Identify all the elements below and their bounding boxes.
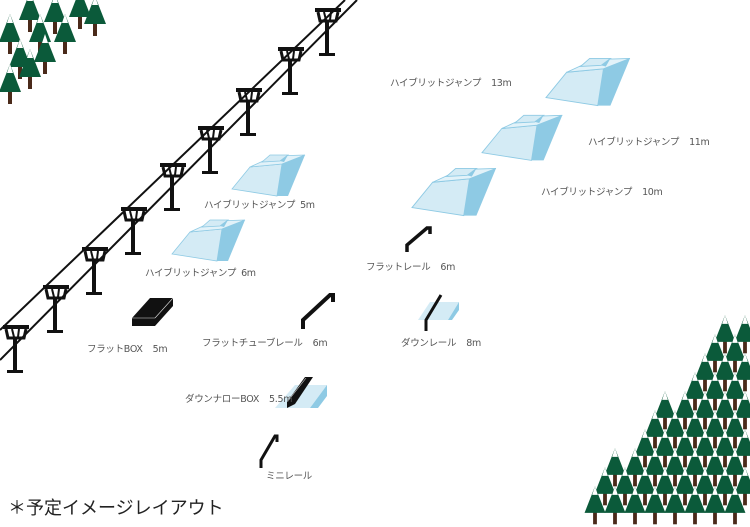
tree-icon [714,467,736,506]
tree-icon [614,467,636,506]
down-rail-obstacle [418,294,459,331]
flat-rail-obstacle [405,226,432,252]
tree-icon [694,467,716,506]
tree-icon [654,391,676,430]
tree-icon [84,0,106,36]
tree-icon [644,448,666,487]
tree-icon [644,410,666,449]
tree-icon [684,410,706,449]
lift-tower [160,163,186,211]
tree-icon [704,334,726,373]
jump-5-kicker [231,154,306,197]
tree-icon [694,353,716,392]
tree-icon [54,14,76,54]
tree-icon [684,372,706,411]
lift-tower [198,126,224,174]
tree-icon [734,467,750,506]
tree-icon [684,486,706,525]
layout-note: ＊予定イメージレイアウト [8,498,224,519]
tree-icon [724,486,746,525]
tree-icon [44,0,66,34]
tree-icon [704,486,726,525]
tree-icon [674,467,696,506]
tree-icon [604,448,626,487]
jump-6-kicker [171,219,246,262]
tree-icon [604,486,626,525]
tree-icon [654,467,676,506]
tree-icon [714,391,736,430]
label-mini-rail: ミニレール [266,471,313,482]
tree-icon [724,448,746,487]
tree-icon [634,467,656,506]
mini-rail-obstacle [259,434,279,468]
tree-icon [694,429,716,468]
lift-tower [278,47,304,95]
lift-tower [82,247,108,295]
tree-icon [734,315,750,354]
tree-icon [19,0,41,32]
tree-icon [69,0,91,29]
tree-icon [704,410,726,449]
tree-icon [644,486,666,525]
tree-icon [34,34,56,74]
tree-icon [624,448,646,487]
down-narrow-box-obstacle [275,377,327,408]
tree-icon [704,372,726,411]
jump-11-kicker [481,114,563,161]
flat-box-obstacle [132,297,174,326]
tree-icon [664,448,686,487]
tree-icon [654,429,676,468]
tree-icon [734,391,750,430]
tree-icon [704,448,726,487]
tree-icon [734,353,750,392]
tree-icon [0,64,21,104]
tree-icon [674,429,696,468]
tree-icon [724,372,746,411]
tree-icon [724,334,746,373]
tree-icon [624,486,646,525]
tree-icon [19,49,41,89]
lift-tower [3,325,29,373]
lift-tower [315,8,341,56]
lift-tower [236,88,262,136]
tree-icon [664,410,686,449]
lift-tower [43,285,69,333]
tree-icon [634,429,656,468]
chairlift [0,0,358,373]
tree-cluster-top-left [0,0,106,104]
tree-icon [674,391,696,430]
tree-icon [694,391,716,430]
tree-icon [9,39,31,79]
flat-tube-rail-obstacle [301,293,335,329]
tree-icon [0,14,21,54]
tree-icon [664,486,686,525]
tree-cluster-bottom-right [584,315,750,525]
tree-icon [714,353,736,392]
tree-icon [714,429,736,468]
jump-13-kicker [545,57,631,107]
tree-icon [724,410,746,449]
lift-tower [121,207,147,255]
jump-10-kicker [411,167,497,217]
tree-icon [714,315,736,354]
tree-icon [594,467,616,506]
tree-icon [584,486,606,525]
tree-icon [684,448,706,487]
tree-icon [734,429,750,468]
